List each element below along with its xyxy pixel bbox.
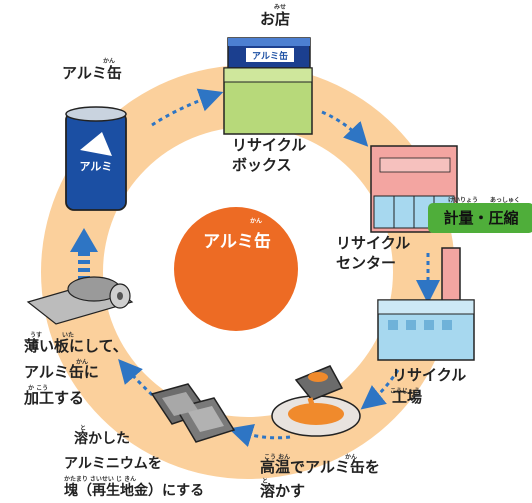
ruby-ingot-1: と — [80, 425, 87, 432]
label-ingot-1: 溶かした — [74, 431, 130, 447]
label-sheet-2: アルミ缶に — [24, 363, 99, 381]
arrow-ingot-to-sheet — [118, 358, 166, 408]
ruby-ingot-2: かたまり さいせい じ きん — [64, 476, 137, 483]
label-factory-2: 工場 — [392, 388, 423, 406]
label-factory-1: リサイクル — [392, 366, 467, 384]
center-circle — [174, 207, 298, 331]
arrow-factory-to-melt — [360, 369, 400, 410]
badge-label: 計量・圧縮 — [443, 209, 519, 227]
recycle-center-illustration — [370, 145, 458, 233]
ingot-illustration — [150, 383, 236, 443]
ruby-sheet-3: かん — [76, 359, 89, 366]
ruby-store: みせ — [274, 4, 287, 11]
ruby-sheet-4: か こう — [28, 385, 49, 392]
ruby-can: かん — [103, 58, 116, 65]
arrow-can-to-store — [151, 88, 224, 127]
store-illustration: アルミ缶 — [223, 37, 313, 135]
ruby-melt-2: かん — [345, 454, 358, 461]
box-sign: アルミ缶 — [252, 50, 288, 62]
ruby-factory: こうじょう — [390, 388, 421, 395]
label-recycle-center-1: リサイクル — [336, 234, 411, 252]
flow-arrows — [118, 88, 440, 447]
can-brand-label: アルミ — [80, 160, 113, 173]
sheet-roll-illustration — [26, 276, 134, 325]
label-store: お店 — [260, 10, 291, 28]
ruby-center: かん — [250, 218, 263, 225]
badge-weigh-compress: 計量・圧縮 — [428, 203, 532, 233]
ruby-badge-2: あっしゅく — [490, 197, 521, 204]
label-recycle-box-2: ボックス — [232, 156, 292, 174]
ruby-melt-3: と — [262, 478, 269, 485]
factory-illustration — [377, 247, 475, 361]
center-label: アルミ缶 — [203, 232, 271, 252]
label-melt-1: 高温でアルミ缶を — [260, 458, 380, 476]
label-can: アルミ缶 — [62, 64, 122, 82]
label-sheet-1: 薄い板にして、 — [24, 337, 128, 355]
label-ingot-2: アルミニウムを — [64, 456, 162, 472]
label-ingot-3: 塊（再生地金）にする — [64, 483, 205, 499]
label-recycle-center-2: センター — [336, 254, 397, 272]
ruby-badge-1: けいりょう — [448, 197, 479, 204]
label-sheet-3: 加工する — [24, 389, 85, 407]
arrow-melt-to-ingot — [228, 424, 291, 447]
melting-illustration — [271, 365, 361, 437]
arrow-box-to-center — [321, 110, 369, 147]
can-illustration: アルミ — [65, 106, 127, 211]
ruby-sheet-2: いた — [62, 332, 75, 339]
label-melt-2: 溶かす — [260, 482, 306, 500]
label-recycle-box-1: リサイクル — [232, 136, 307, 154]
ruby-sheet-1: うす — [30, 332, 43, 339]
ruby-melt-1: こう おん — [264, 454, 291, 461]
